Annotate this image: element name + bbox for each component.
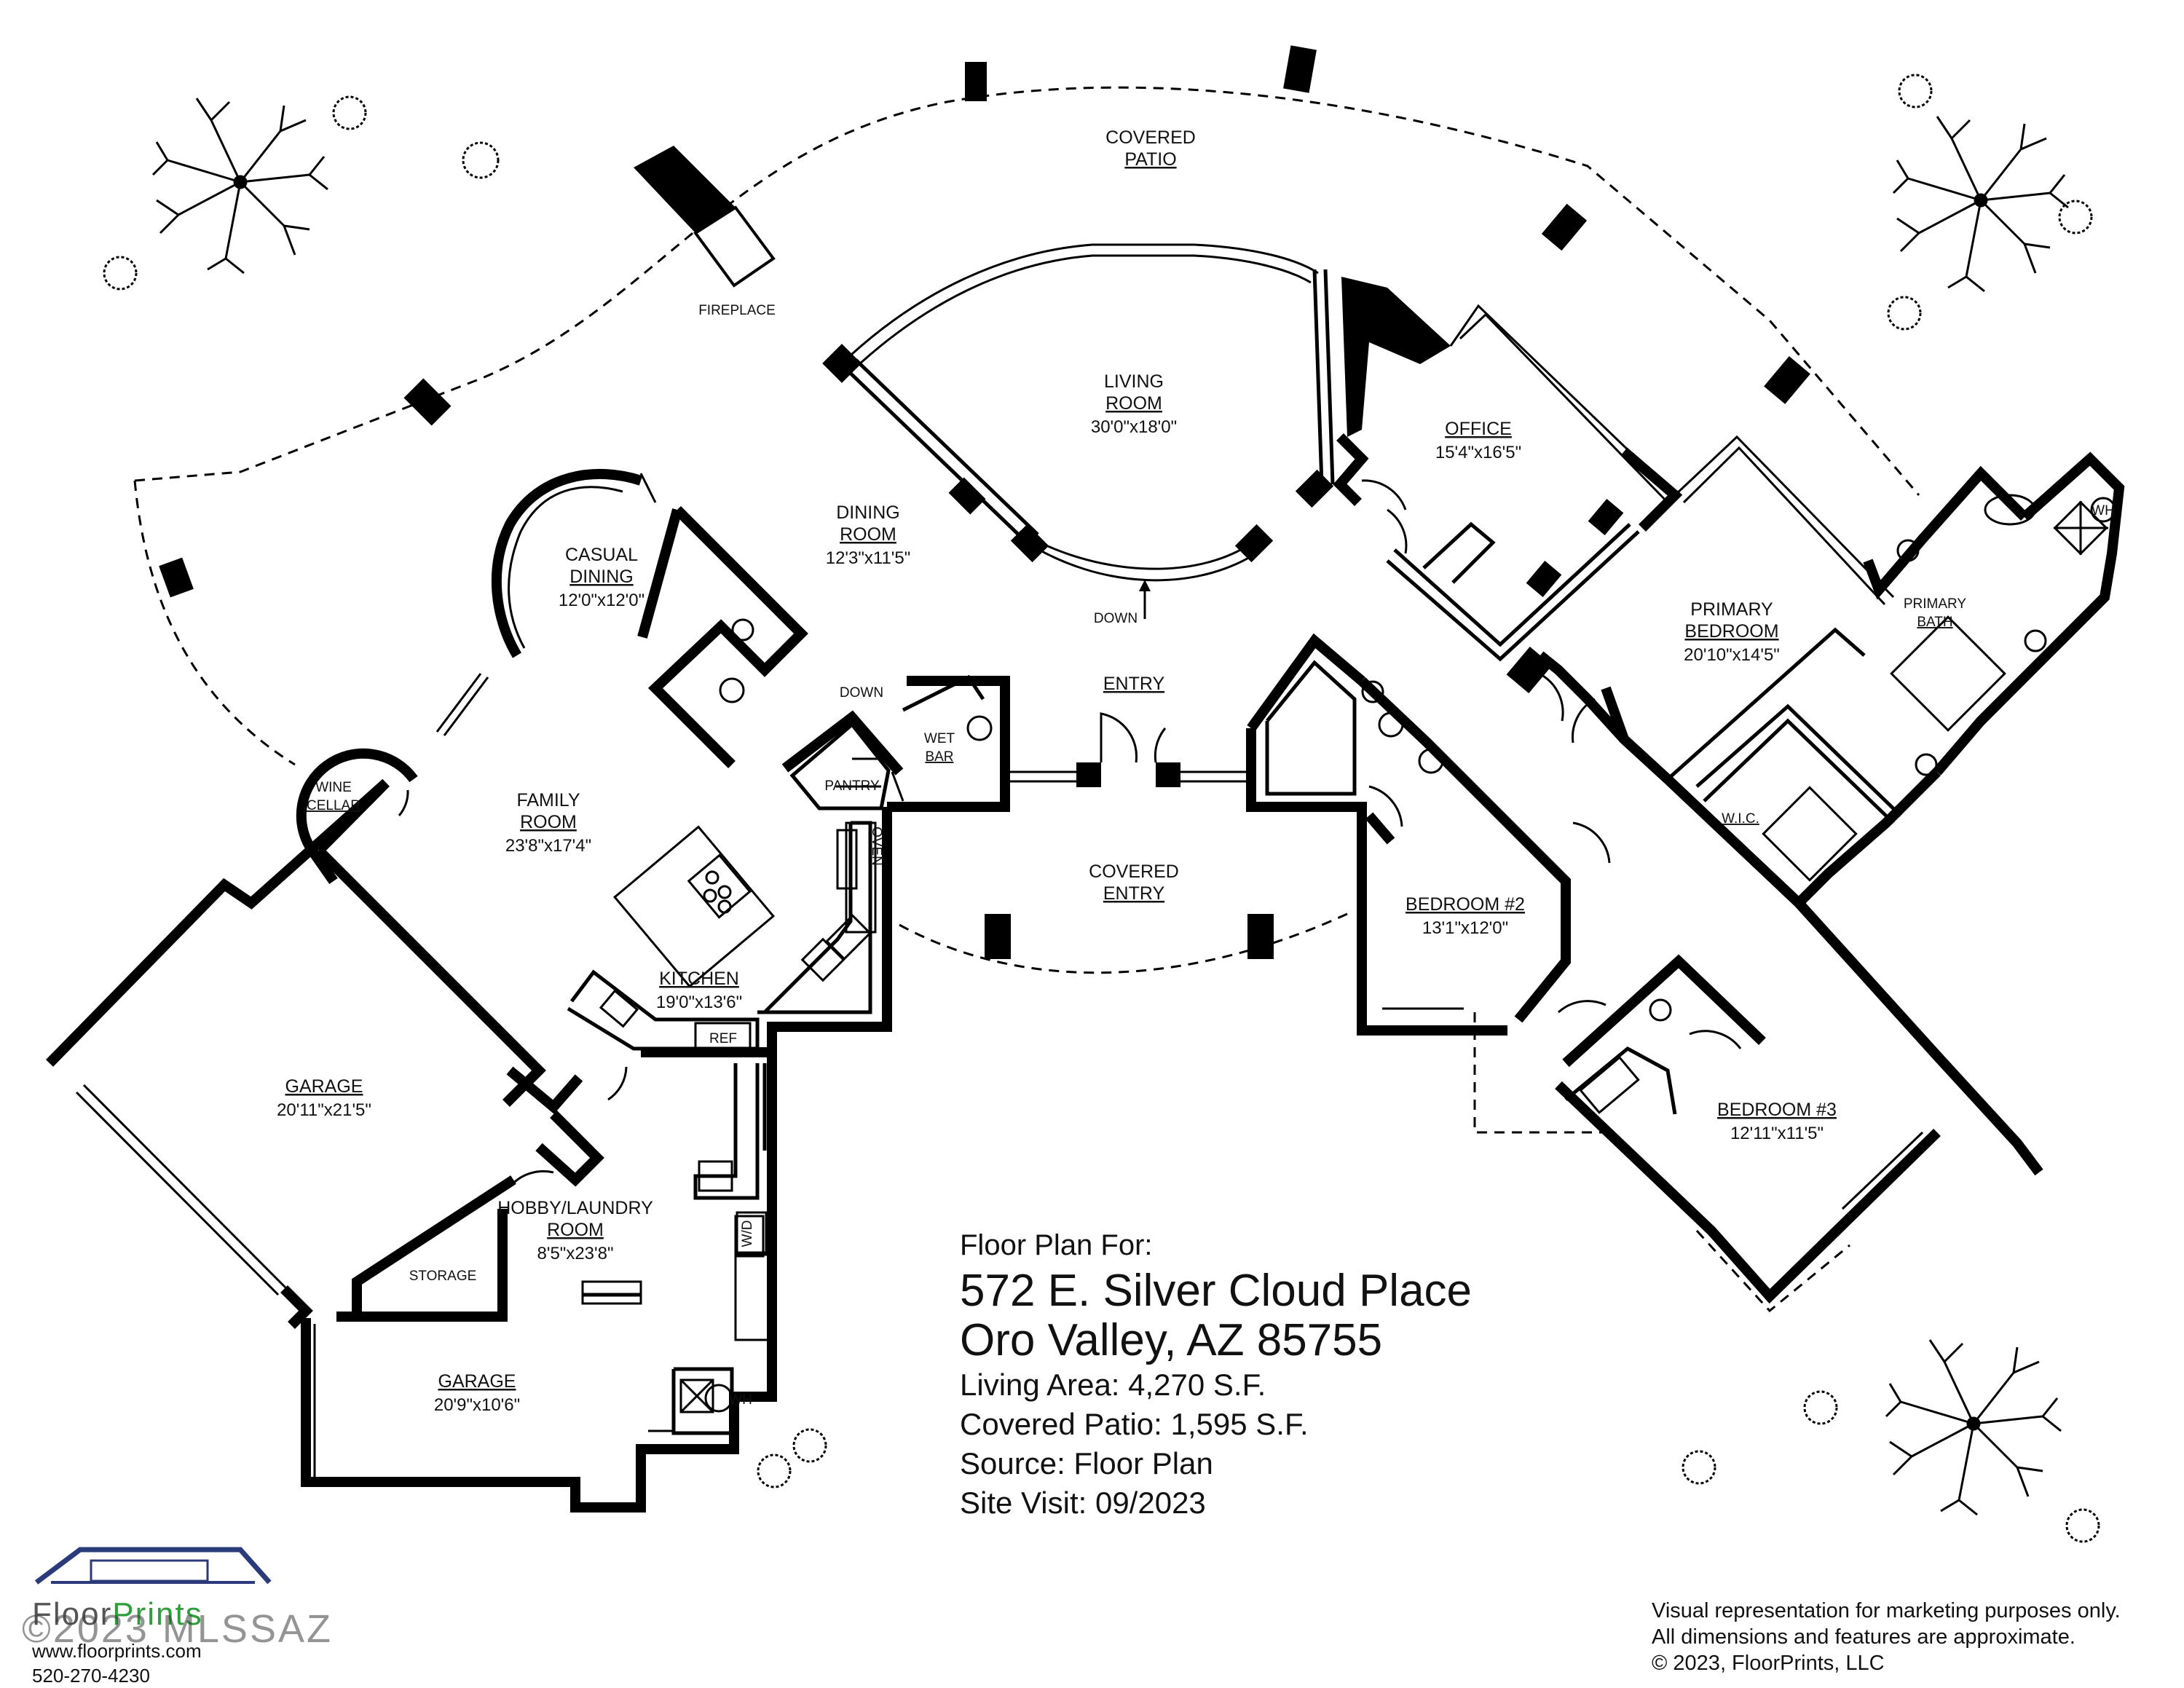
living-area: Living Area: 4,270 S.F. xyxy=(960,1368,1266,1402)
dining-room-label-1: DINING xyxy=(836,502,900,523)
storage-label: STORAGE xyxy=(409,1269,477,1284)
wd-label: W/D xyxy=(740,1220,755,1247)
floorprints-logo: FloorPrints ©2023 MLSSAZ www.floorprints… xyxy=(22,1542,342,1687)
wd-box xyxy=(736,1211,768,1256)
mls-watermark: ©2023 MLSSAZ xyxy=(22,1607,333,1651)
disclaimer: Visual representation for marketing purp… xyxy=(1652,1598,2121,1676)
entry-walls xyxy=(1009,712,1251,787)
logo-phone: 520-270-4230 xyxy=(32,1665,150,1687)
logo-name-a: Floor xyxy=(32,1596,113,1632)
dining-room-dim: 12'3"x11'5" xyxy=(826,548,911,568)
wetbar-pantry-walls xyxy=(781,674,1010,812)
casual-dining-dim: 12'0"x12'0" xyxy=(559,591,644,610)
hobby-laundry-walls xyxy=(301,1047,777,1513)
oven-label: OVEN xyxy=(869,827,884,866)
hobby-label-2: ROOM xyxy=(547,1220,604,1240)
entry-label: ENTRY xyxy=(1103,674,1165,694)
primary-bath-label-2: BATH xyxy=(1917,615,1952,630)
living-down-arrowhead xyxy=(1139,580,1151,591)
logo-name-b: Prints xyxy=(112,1596,203,1632)
kitchen-walls xyxy=(567,807,892,1054)
living-down-label: DOWN xyxy=(1094,611,1138,626)
fireplace-label: FIREPLACE xyxy=(698,303,776,318)
office-dim: 15'4"x16'5" xyxy=(1435,443,1521,462)
casual-dining-walls xyxy=(435,468,643,736)
wine-cellar-label-1: WINE xyxy=(315,780,352,795)
floor-plan-heading: Floor Plan For: xyxy=(960,1229,1153,1261)
primary-bedroom-label-2: BEDROOM xyxy=(1684,621,1778,642)
wet-bar-label-1: WET xyxy=(924,731,955,746)
covered-patio-label-2: PATIO xyxy=(1124,149,1176,170)
casual-dining-label-1: CASUAL xyxy=(565,545,638,565)
covered-patio-area: Covered Patio: 1,595 S.F. xyxy=(960,1407,1309,1441)
ref-label: REF xyxy=(709,1031,737,1046)
address-line-2: Oro Valley, AZ 85755 xyxy=(960,1315,1383,1365)
kitchen-label: KITCHEN xyxy=(659,969,739,989)
kitchen-dim: 19'0"x13'6" xyxy=(656,993,742,1012)
bedroom2-walls xyxy=(1246,633,1611,1036)
casual-dining-label-2: DINING xyxy=(569,567,634,587)
bedroom3-dim: 12'11"x11'5" xyxy=(1730,1124,1824,1143)
powder-room-walls xyxy=(637,473,808,768)
covered-entry-label-1: COVERED xyxy=(1089,861,1179,882)
logo-url: www.floorprints.com xyxy=(32,1640,202,1662)
bedroom3-walls xyxy=(1555,899,2043,1304)
garage1-label: GARAGE xyxy=(285,1076,363,1097)
wine-cellar-walls xyxy=(296,748,418,885)
covered-entry-label-2: ENTRY xyxy=(1103,883,1165,904)
listing-info: Floor Plan For: 572 E. Silver Cloud Plac… xyxy=(960,1229,1472,1523)
primary-bath-label-1: PRIMARY xyxy=(1904,596,1967,612)
wet-bar-label-2: BAR xyxy=(925,749,953,765)
fireplace xyxy=(634,146,776,288)
pantry-label: PANTRY xyxy=(824,778,880,794)
disclaimer-line-1: Visual representation for marketing purp… xyxy=(1652,1599,2121,1622)
patio-columns xyxy=(159,45,1810,959)
living-room-glass xyxy=(840,243,1319,582)
hobby-dim: 8'5"x23'8" xyxy=(537,1244,614,1263)
landscape-trees xyxy=(103,74,2100,1543)
wine-cellar-label-2: CELLAR xyxy=(307,798,360,813)
bedroom2-dim: 13'1"x12'0" xyxy=(1422,918,1508,938)
disclaimer-line-3: © 2023, FloorPrints, LLC xyxy=(1652,1652,1885,1675)
garage2-label: GARAGE xyxy=(438,1371,516,1392)
site-visit: Site Visit: 09/2023 xyxy=(960,1486,1206,1520)
primary-bedroom-dim: 20'10"x14'5" xyxy=(1684,645,1780,665)
living-room-label-1: LIVING xyxy=(1104,371,1164,392)
covered-patio-label-1: COVERED xyxy=(1105,127,1196,148)
logo-wordmark: FloorPrints xyxy=(32,1596,203,1633)
garage2-dim: 20'9"x10'6" xyxy=(434,1395,520,1415)
covered-patio-outline xyxy=(133,86,1920,1313)
garage1-walls xyxy=(45,778,628,1329)
address-line-1: 572 E. Silver Cloud Place xyxy=(960,1266,1473,1316)
wetbar-down-label: DOWN xyxy=(840,685,883,701)
office-label: OFFICE xyxy=(1445,419,1512,439)
office-walls xyxy=(1333,304,1683,694)
hobby-label-1: HOBBY/LAUNDRY xyxy=(497,1198,653,1218)
family-room-dim: 23'8"x17'4" xyxy=(505,836,591,856)
living-room-label-2: ROOM xyxy=(1105,393,1162,414)
living-fireplace xyxy=(1341,277,1451,437)
house-roof-icon xyxy=(34,1547,272,1585)
bedroom3-label: BEDROOM #3 xyxy=(1717,1100,1837,1120)
primary-suite-walls xyxy=(1529,435,2125,907)
family-room-label-2: ROOM xyxy=(520,812,577,832)
disclaimer-line-2: All dimensions and features are approxim… xyxy=(1652,1625,2075,1649)
garage1-dim: 20'11"x21'5" xyxy=(277,1100,371,1120)
wic-label: W.I.C. xyxy=(1722,811,1759,827)
garage2-walls xyxy=(304,1312,357,1478)
primary-bedroom-label-1: PRIMARY xyxy=(1690,599,1773,620)
plan-source: Source: Floor Plan xyxy=(960,1446,1213,1480)
bath-wh-label: WH xyxy=(2092,503,2115,518)
living-room-dim: 30'0"x18'0" xyxy=(1091,417,1177,437)
bedroom2-label: BEDROOM #2 xyxy=(1406,894,1525,915)
family-room-label-1: FAMILY xyxy=(516,790,580,811)
dining-room-label-2: ROOM xyxy=(840,524,896,545)
wh-laundry-label: WH xyxy=(729,1392,752,1408)
